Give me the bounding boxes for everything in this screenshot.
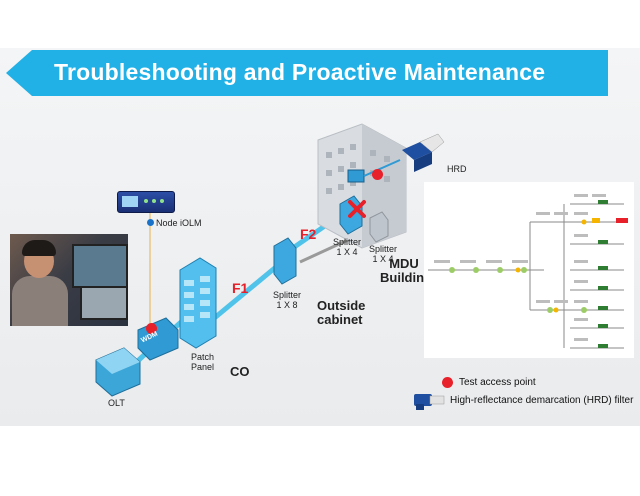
hrd-filter — [402, 134, 444, 172]
splitter-1x4-a-label: Splitter 1 X 4 — [332, 237, 362, 257]
f2-label: F2 — [300, 229, 316, 239]
patch-panel — [180, 258, 216, 348]
test-access-point-mdu — [372, 169, 383, 180]
hrd-label: HRD — [447, 164, 467, 174]
patch-panel-label: Patch Panel — [191, 352, 213, 372]
node-iolm-label: Node iOLM — [156, 218, 202, 228]
iolm-screen — [122, 196, 138, 207]
iolm-led — [144, 199, 148, 203]
ont-device — [348, 170, 364, 182]
splitter-1x8 — [274, 238, 296, 284]
legend-hrd-filter: High-reflectance demarcation (HRD) filte… — [450, 395, 633, 406]
iolm-link-view-panel — [424, 182, 634, 358]
splitter-1x8-label: Splitter 1 X 8 — [270, 290, 304, 310]
f1-label: F1 — [232, 283, 248, 293]
link-view-graphic — [424, 182, 634, 358]
legend-test-access-point: Test access point — [459, 377, 536, 388]
co-label: CO — [230, 365, 250, 379]
iolm-led — [152, 199, 156, 203]
splitter-1x4-b — [370, 212, 388, 242]
mdu-building-label: MDU Building — [380, 257, 428, 285]
iolm-led — [160, 199, 164, 203]
outside-cabinet-label: Outside cabinet — [317, 299, 363, 327]
iolm-connection-dot — [147, 219, 154, 226]
olt-label: OLT — [108, 398, 125, 408]
test-access-point-legend-icon — [442, 377, 453, 388]
node-iolm-device — [117, 191, 175, 213]
